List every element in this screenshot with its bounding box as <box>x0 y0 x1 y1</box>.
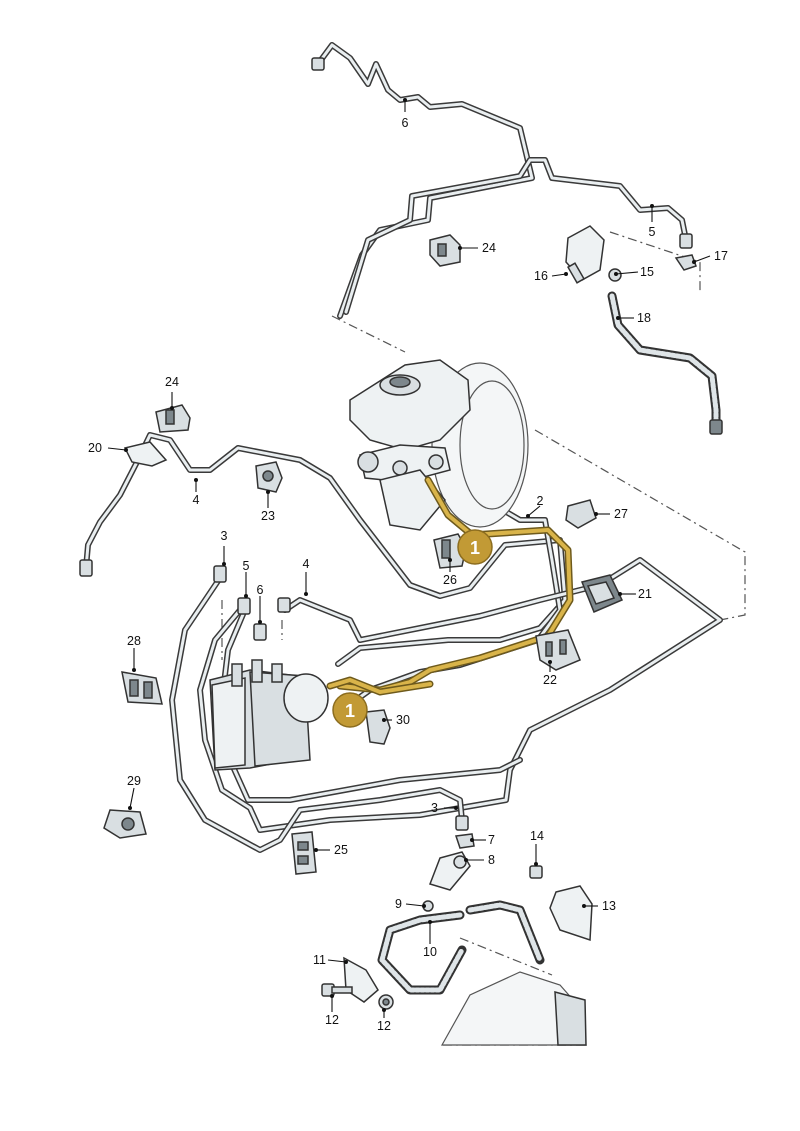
label-8: 8 <box>488 853 495 867</box>
clip-27 <box>565 499 597 529</box>
clip-7 <box>454 833 475 849</box>
damper-21 <box>580 574 624 613</box>
label-22: 22 <box>543 673 557 687</box>
pipe-nut-icon <box>455 815 469 831</box>
label-30: 30 <box>396 713 410 727</box>
label-14: 14 <box>530 829 544 843</box>
label-9: 9 <box>395 897 402 911</box>
label-13: 13 <box>602 899 616 913</box>
bracket-29 <box>103 809 147 839</box>
label-12-left: 12 <box>325 1013 339 1027</box>
nut-12-right <box>378 994 394 1010</box>
label-2: 2 <box>537 494 544 508</box>
badge-number: 1 <box>470 538 480 558</box>
label-3-top: 3 <box>221 529 228 543</box>
label-4-top: 4 <box>193 493 200 507</box>
bolt-14 <box>529 865 543 879</box>
pipe-nut-icon <box>213 565 227 583</box>
pipe-nut-icon <box>277 597 291 613</box>
pipe-nut-icon <box>679 233 693 249</box>
bracket-13 <box>549 885 593 942</box>
brake-disc <box>440 971 587 1046</box>
clip-20 <box>123 441 168 467</box>
brake-pipe-6 <box>315 42 535 319</box>
label-27: 27 <box>614 507 628 521</box>
label-24-top: 24 <box>482 241 496 255</box>
brake-pipe-4-upper <box>79 432 568 667</box>
label-29: 29 <box>127 774 141 788</box>
label-5-left: 5 <box>243 559 250 573</box>
label-10: 10 <box>423 945 437 959</box>
label-16: 16 <box>534 269 548 283</box>
pipe-nut-icon <box>237 597 251 615</box>
label-12-right: 12 <box>377 1019 391 1033</box>
bracket-8 <box>429 851 471 891</box>
label-28: 28 <box>127 634 141 648</box>
label-26: 26 <box>443 573 457 587</box>
label-20: 20 <box>88 441 102 455</box>
label-18: 18 <box>637 311 651 325</box>
label-5-top: 5 <box>649 225 656 239</box>
label-17: 17 <box>714 249 728 263</box>
badge-number: 1 <box>345 701 355 721</box>
bolt-12-left <box>321 983 353 997</box>
holder-28 <box>121 671 163 705</box>
label-11: 11 <box>313 953 326 967</box>
label-24-left: 24 <box>165 375 179 389</box>
clip-30 <box>365 709 391 745</box>
label-15: 15 <box>640 265 654 279</box>
bracket-24-top <box>429 234 461 267</box>
callout-badge-1-top: 1 <box>457 529 493 565</box>
label-6-left: 6 <box>257 583 264 597</box>
pipe-nut-icon <box>311 57 325 71</box>
bracket-22 <box>535 629 581 671</box>
bracket-11 <box>343 956 379 1003</box>
label-21: 21 <box>638 587 652 601</box>
brake-pipe-rear-long <box>197 557 723 833</box>
brake-hose-18 <box>607 291 723 435</box>
pipe-nut-icon <box>79 559 93 577</box>
leader-lines <box>107 98 711 1018</box>
brake-servo-master-cylinder <box>349 359 529 531</box>
clip-17 <box>674 254 697 271</box>
holder-25 <box>291 831 317 875</box>
small-parts <box>103 225 697 1010</box>
callout-labels: 6 5 24 17 15 16 18 24 20 4 23 2 27 26 3 … <box>88 116 728 1033</box>
brake-pipe-5 <box>311 57 693 315</box>
brake-pipe-3 <box>169 565 523 853</box>
label-3-bottom: 3 <box>431 801 438 815</box>
abs-control-unit <box>209 659 329 771</box>
bracket-23 <box>255 461 283 493</box>
bolt-16 <box>567 262 585 284</box>
label-23: 23 <box>261 509 275 523</box>
brake-hose-10 <box>377 900 545 995</box>
bracket-24-left <box>155 404 191 433</box>
label-7: 7 <box>488 833 495 847</box>
label-4-mid: 4 <box>303 557 310 571</box>
pipe-nut-icon <box>253 623 267 641</box>
label-25: 25 <box>334 843 348 857</box>
label-6-top: 6 <box>402 116 409 130</box>
callout-badge-1-bottom: 1 <box>332 692 368 728</box>
